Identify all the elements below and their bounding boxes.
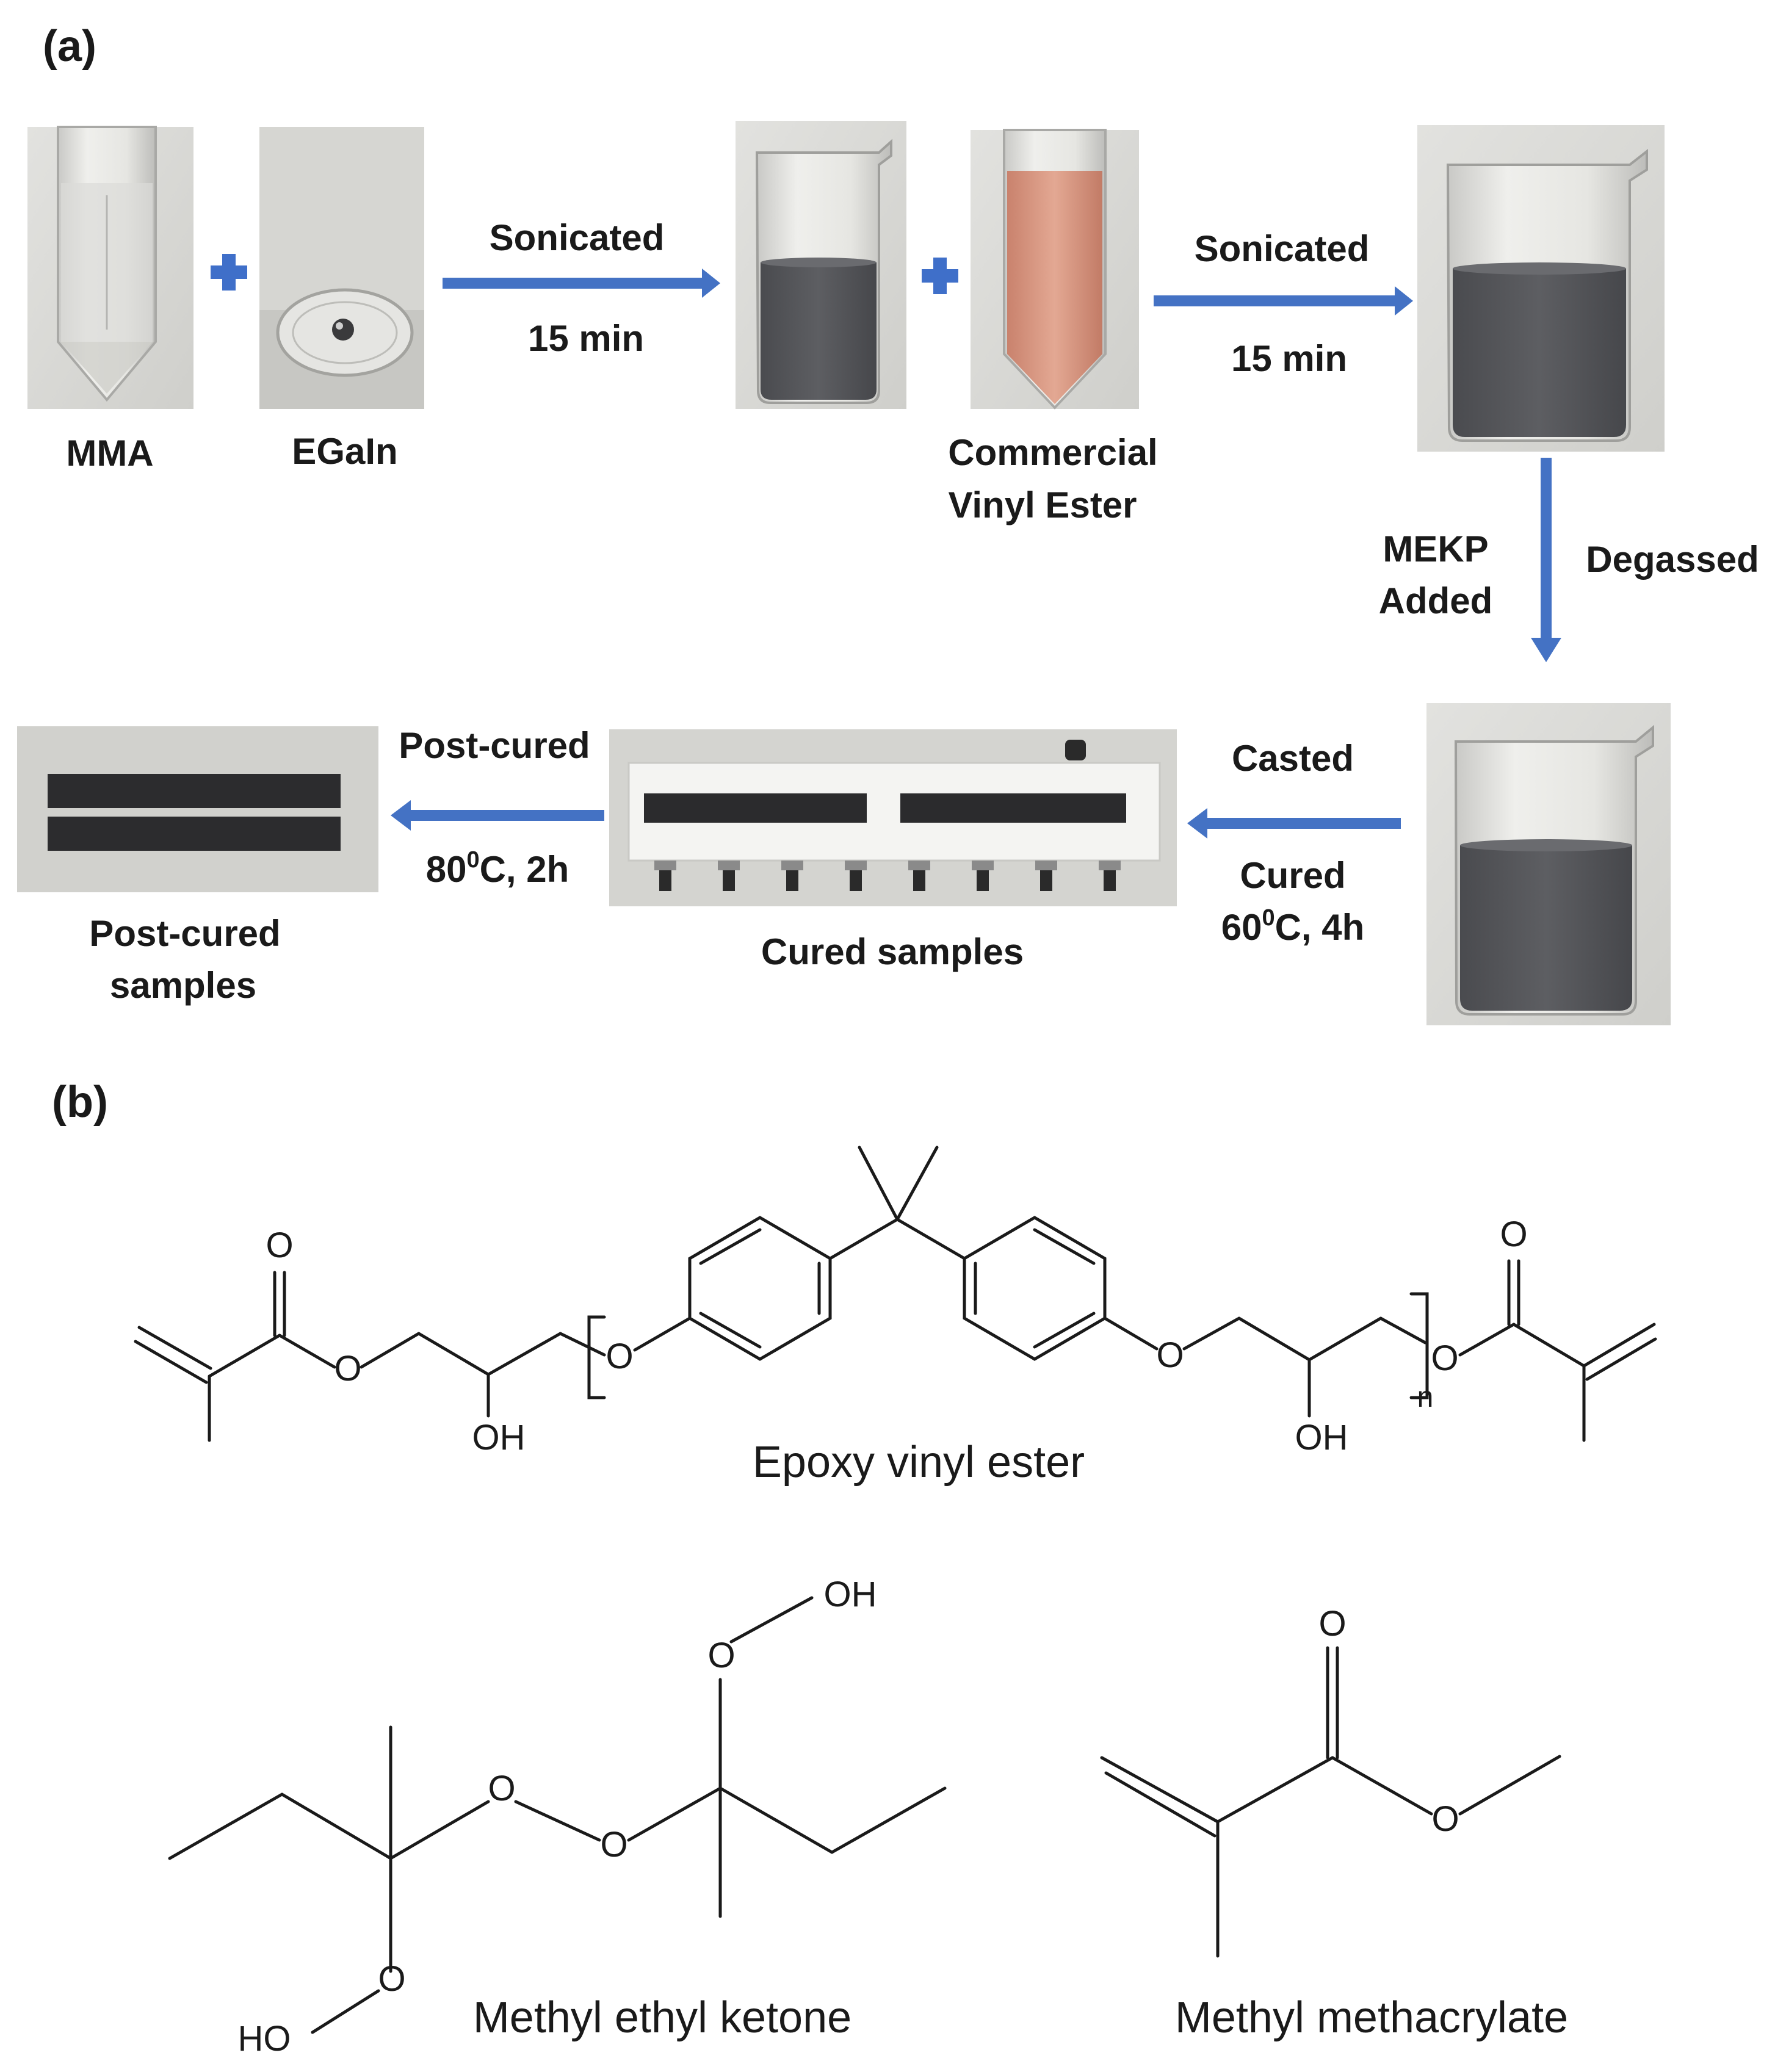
atom-o: O [334, 1349, 361, 1388]
screw-head [1035, 861, 1057, 870]
screw-body [850, 870, 862, 891]
label-egain: EGaIn [292, 431, 397, 472]
screw-head [781, 861, 803, 870]
photo-egain-droplet [259, 127, 424, 409]
atom-o: O [1156, 1335, 1184, 1375]
photo-vinyl-ester-tube [971, 129, 1139, 410]
panel-label-a: (a) [43, 22, 96, 71]
screw-head [718, 861, 740, 870]
atom-o: O [707, 1636, 735, 1675]
step5-label-bottom: 800C, 2h [426, 847, 569, 890]
step1-label-top: Sonicated [490, 217, 665, 258]
screw-head [1099, 861, 1121, 870]
screw-body [1104, 870, 1116, 891]
screw-body [1040, 870, 1052, 891]
label-post-cured-line2: samples [110, 965, 256, 1006]
label-cured-samples: Cured samples [761, 931, 1024, 972]
step1-label-bottom: 15 min [528, 318, 644, 359]
step3-label-right: Degassed [1586, 539, 1759, 580]
screw-body [723, 870, 735, 891]
step4-label-top: Casted [1232, 738, 1354, 779]
atom-ho: HO [238, 2019, 291, 2059]
atom-o: O [1500, 1215, 1527, 1254]
step3-label-left-line1: MEKP [1383, 529, 1488, 569]
label-vinyl-ester-line1: Commercial [948, 432, 1157, 473]
plus-icon [922, 258, 958, 294]
structure-epoxy-atoms: O O OH O O OH n O O [266, 1215, 1527, 1457]
step4-temp-value: 60 [1221, 907, 1262, 948]
atom-o: O [606, 1337, 633, 1376]
atom-o: O [488, 1769, 515, 1808]
step4-temp-rest: C, 4h [1275, 907, 1365, 948]
name-methyl-methacrylate: Methyl methacrylate [1175, 1993, 1568, 2042]
structure-mma [1100, 1646, 1561, 1958]
photo-beaker-degassed [1426, 703, 1671, 1025]
atom-o: O [1431, 1799, 1459, 1839]
atom-oh: OH [824, 1575, 877, 1614]
step2-label-top: Sonicated [1195, 228, 1370, 269]
screw-body [659, 870, 671, 891]
photo-cured-mold [609, 729, 1177, 906]
arrow-step2 [1154, 286, 1413, 316]
step5-label-top: Post-cured [399, 725, 590, 766]
mold-screws [654, 861, 1121, 891]
step5-temp-degree: 0 [466, 847, 479, 873]
screw-body [977, 870, 989, 891]
screw-head [845, 861, 867, 870]
arrow-step4 [1187, 808, 1401, 839]
structure-epoxy-vinyl-ester [134, 1146, 1657, 1442]
arrow-step3 [1531, 458, 1561, 662]
structure-mma-atoms: O O [1318, 1604, 1459, 1839]
step4-label-bottom-line1: Cured [1240, 855, 1345, 896]
photo-beaker-mixture [736, 121, 906, 409]
screw-body [786, 870, 798, 891]
subscript-n: n [1417, 1381, 1434, 1413]
label-mma: MMA [66, 433, 153, 474]
atom-o: O [1318, 1604, 1346, 1644]
atom-oh: OH [472, 1418, 526, 1457]
step5-temp-value: 80 [426, 849, 467, 890]
name-methyl-ethyl-ketone: Methyl ethyl ketone [473, 1993, 851, 2042]
step4-label-bottom-line2: 600C, 4h [1221, 905, 1365, 948]
plus-icon [211, 254, 247, 291]
name-epoxy-vinyl-ester: Epoxy vinyl ester [753, 1438, 1085, 1487]
screw-head [654, 861, 676, 870]
panel-label-b: (b) [52, 1078, 108, 1127]
screw-head [908, 861, 930, 870]
atom-o: O [1431, 1338, 1458, 1378]
screw-body [913, 870, 925, 891]
step5-temp-rest: C, 2h [480, 849, 569, 890]
label-post-cured-line1: Post-cured [89, 913, 280, 954]
step3-label-left-line2: Added [1379, 580, 1493, 621]
step2-label-bottom: 15 min [1231, 338, 1347, 379]
atom-o: O [266, 1226, 293, 1265]
arrow-step1 [443, 269, 720, 298]
atom-o: O [600, 1825, 627, 1864]
photo-post-cured [17, 726, 378, 892]
arrow-step5 [391, 800, 604, 831]
photo-beaker-sonicated [1417, 125, 1665, 452]
photo-mma-tube [27, 126, 193, 409]
step4-temp-degree: 0 [1262, 905, 1274, 931]
structure-mekp-atoms: O O O OH O HO [238, 1575, 877, 2059]
atom-o: O [378, 1959, 405, 1999]
label-vinyl-ester-line2: Vinyl Ester [948, 485, 1137, 525]
screw-head [972, 861, 994, 870]
atom-oh: OH [1295, 1418, 1348, 1457]
structure-mekp [168, 1596, 947, 2034]
